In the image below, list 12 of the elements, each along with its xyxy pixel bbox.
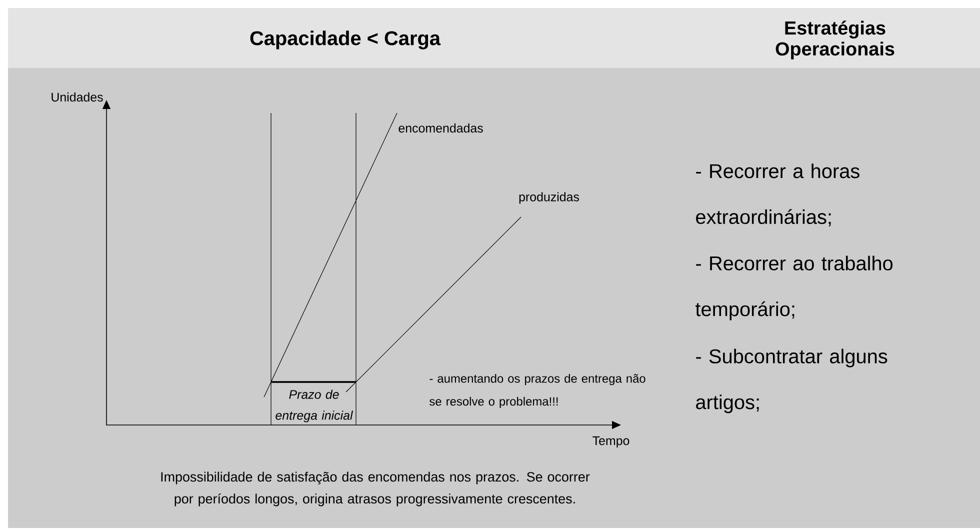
bullet-item: - Recorrer a horas extraordinárias;: [696, 164, 860, 226]
axis-label: Unidades: [52, 92, 103, 102]
bullet-item: - Recorrer ao trabalho temporário;: [696, 256, 893, 320]
chart-annotation: Prazo de entrega inicial: [276, 390, 354, 422]
column-header: Estratégias Operacionais: [776, 20, 894, 60]
axis-label: Tempo: [592, 436, 630, 448]
caption-text: Impossibilidade de satisfação das encomendas nos prazos. Se ocorrer por períodos longos, origina atrasos progressivamente crescentes.: [161, 472, 590, 506]
column-header: Capacidade < Carga: [250, 30, 441, 50]
note-text: - aumentando os prazos de entrega não se resolve o problema!!!: [430, 374, 646, 408]
bullet-item: - Subcontratar alguns artigos;: [696, 348, 888, 414]
line-label: encomendadas: [398, 123, 483, 133]
line-label: produzidas: [519, 192, 579, 204]
